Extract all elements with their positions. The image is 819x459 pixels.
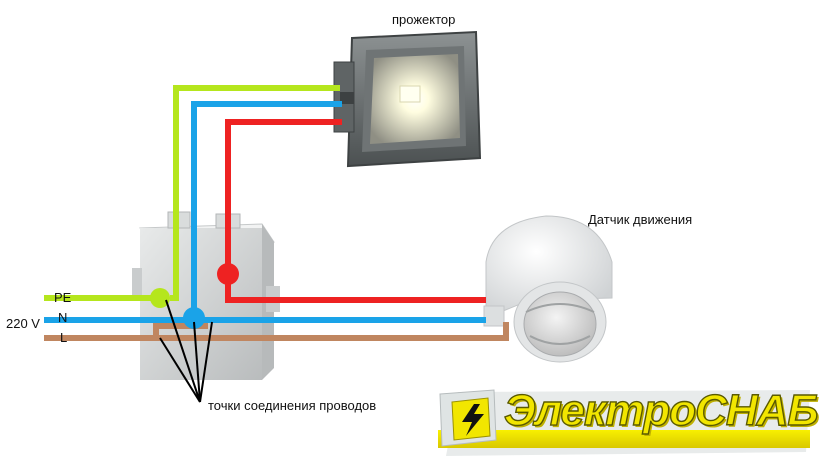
connection-node-l: [217, 263, 239, 285]
wire-n-to-floodlight: [191, 101, 342, 320]
wire-label-l: L: [60, 330, 68, 345]
connection-points-label: точки соединения проводов: [208, 398, 377, 413]
floodlight-icon: [333, 30, 482, 168]
floodlight-label: прожектор: [392, 12, 456, 27]
wire-label-n: N: [58, 310, 68, 325]
voltage-label: 220 V: [6, 316, 40, 331]
logo-text: ЭлектроСНАБ: [503, 385, 819, 435]
pointer-lines: [159, 299, 213, 403]
motion-sensor-label: Датчик движения: [588, 212, 693, 227]
connection-node-pe: [150, 288, 170, 308]
wires: [44, 85, 509, 341]
wire-switched-to-sensor: [225, 278, 486, 303]
motion-sensor-icon: [483, 215, 613, 363]
wire-switched-phase: [225, 119, 342, 278]
lightning-icon: [439, 389, 497, 447]
wire-pe-to-floodlight: [170, 85, 340, 301]
connection-node-n: [183, 307, 205, 329]
wire-label-pe: PE: [54, 290, 72, 305]
wire-l: [44, 322, 509, 341]
logo: [438, 389, 810, 456]
